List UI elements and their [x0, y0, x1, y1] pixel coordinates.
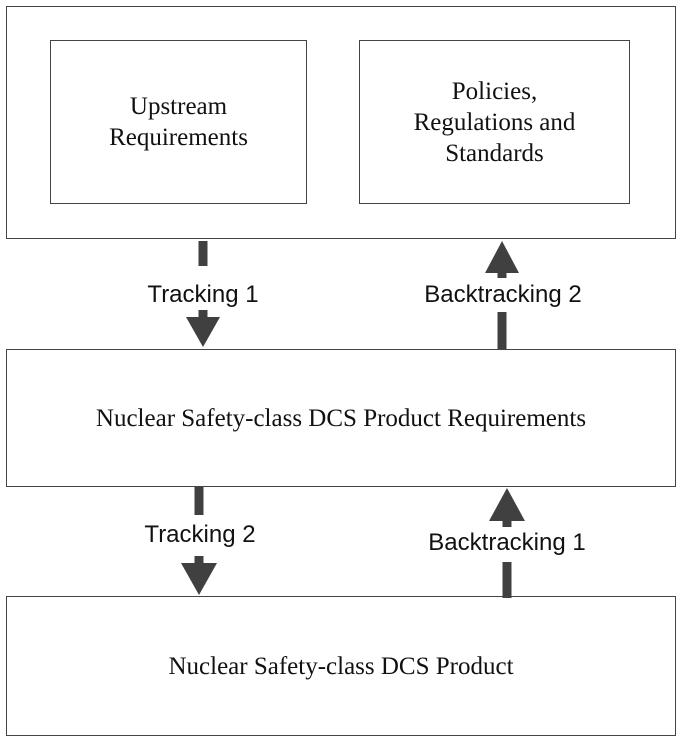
tracking-1-label: Tracking 1 [147, 281, 259, 308]
policies-box: Policies, Regulations and Standards [359, 40, 630, 204]
product-requirements-label: Nuclear Safety-class DCS Product Require… [95, 404, 587, 432]
backtracking-1-arrow [489, 488, 525, 598]
backtracking-1-label: Backtracking 1 [428, 529, 586, 556]
backtracking-2-label: Backtracking 2 [424, 281, 582, 308]
tracking-2-arrow [181, 487, 217, 595]
product-box [6, 596, 676, 736]
tracking-2-label: Tracking 2 [144, 521, 256, 548]
tracking-1-arrow [186, 241, 220, 347]
product-label-wrap: Nuclear Safety-class DCS Product [6, 596, 676, 736]
product-requirements-label-wrap: Nuclear Safety-class DCS Product Require… [6, 349, 676, 487]
upstream-requirements-label: Upstream Requirements [109, 93, 248, 151]
product-label: Nuclear Safety-class DCS Product [168, 652, 514, 680]
backtracking-2-arrow [485, 241, 519, 349]
policies-label: Policies, Regulations and Standards [413, 77, 576, 167]
product-requirements-box [6, 349, 676, 487]
upstream-requirements-box: Upstream Requirements [50, 40, 307, 204]
